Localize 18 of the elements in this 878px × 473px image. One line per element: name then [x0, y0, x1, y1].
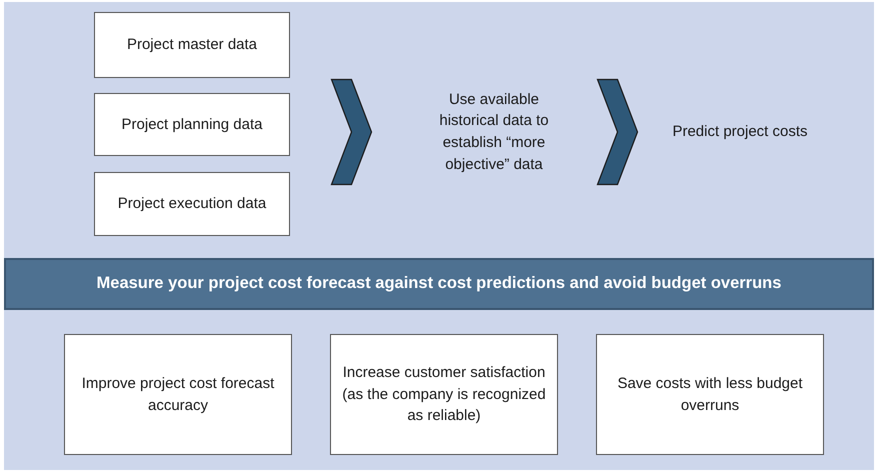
box-label: Project master data [126, 35, 258, 56]
box-label: Project planning data [120, 114, 264, 135]
box-label: Increase customer satisfaction (as the company is recognized as reliable) [341, 362, 547, 426]
benefit-box [330, 334, 558, 455]
step-text: Use available historical data to establish “more objective” data [438, 90, 550, 175]
box-label: Save costs with less budget overruns [616, 374, 804, 416]
data-box [94, 172, 290, 236]
chevron-arrow [596, 78, 638, 186]
banner [4, 258, 874, 310]
box-label: Improve project cost forecast accuracy [80, 374, 276, 416]
box-label: Project execution data [116, 194, 268, 214]
benefit-box [596, 334, 824, 455]
data-box [94, 12, 290, 78]
chevron-arrow [330, 78, 372, 186]
banner-text: Measure your project cost forecast against cost predictions and avoid budget overruns [96, 273, 782, 294]
result-text: Predict project costs [671, 122, 809, 142]
data-box [94, 93, 290, 156]
benefit-box [64, 334, 292, 455]
